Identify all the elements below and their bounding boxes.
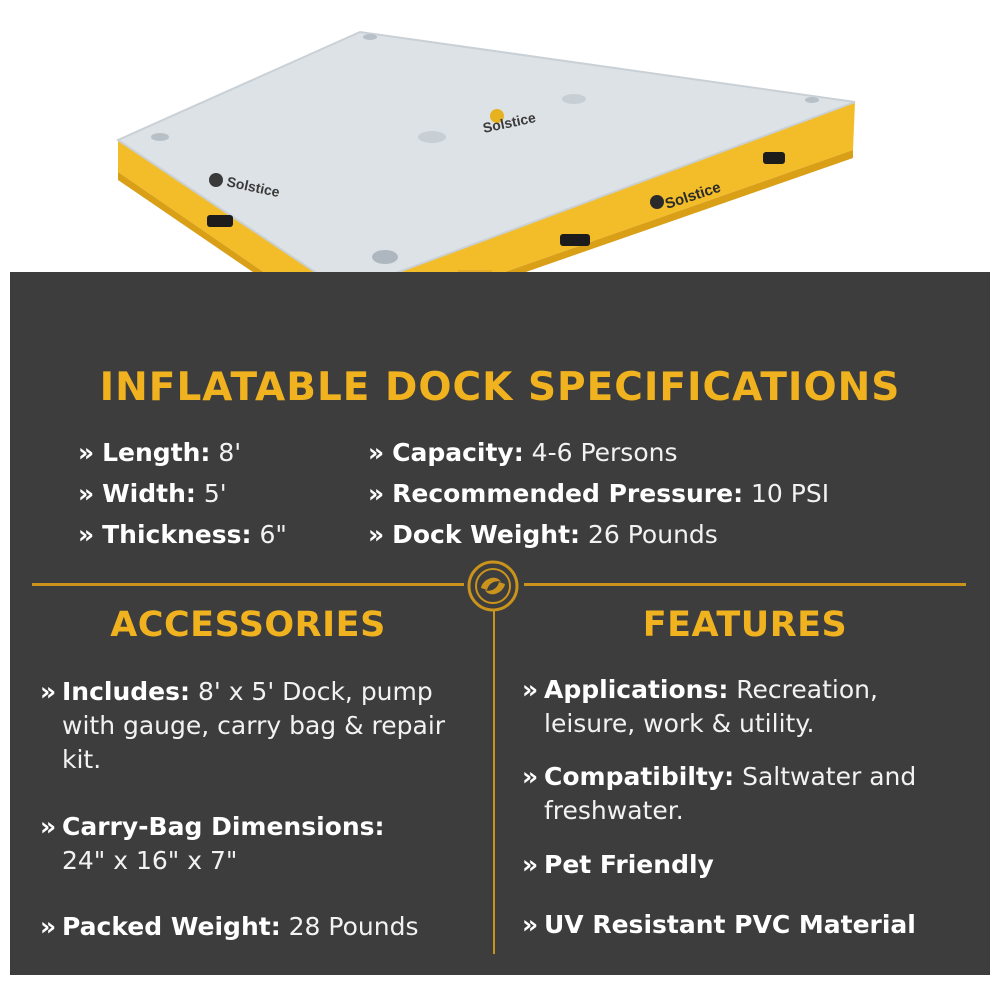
bullet: » <box>522 910 539 939</box>
spec-value: 6" <box>251 520 287 549</box>
accessory-label: Packed Weight: <box>62 912 281 941</box>
feature-value: Recreation, leisure, work & utility. <box>544 675 878 738</box>
feature-label: Compatibilty: <box>544 762 735 791</box>
solstice-logo-icon <box>467 560 519 612</box>
solstice-logo-icon <box>209 109 664 209</box>
bullet: » <box>78 479 95 508</box>
bullet: » <box>40 912 57 941</box>
bullet: » <box>368 438 385 467</box>
spec-label: Length: <box>102 438 211 467</box>
bullet: » <box>40 812 57 841</box>
divider-right <box>524 583 966 586</box>
accessory-packed-weight: »Packed Weight: 28 Pounds <box>40 910 492 944</box>
spec-value: 10 PSI <box>743 479 830 508</box>
specs-panel <box>10 272 990 975</box>
accessory-value: 28 Pounds <box>280 912 419 941</box>
divider-vertical <box>493 606 495 954</box>
accessory-value: 8' x 5' Dock, pump with gauge, carry bag… <box>62 677 446 774</box>
spec-value: 4-6 Persons <box>523 438 678 467</box>
features-heading: FEATURES <box>642 605 848 645</box>
feature-compatibility: »Compatibilty: Saltwater and freshwater. <box>522 760 964 828</box>
page-title: INFLATABLE DOCK SPECIFICATIONS <box>99 365 901 410</box>
accessory-value: 24" x 16" x 7" <box>62 846 238 875</box>
accessories-heading: ACCESSORIES <box>110 605 386 645</box>
accessory-includes: »Includes: 8' x 5' Dock, pump with gauge… <box>40 675 472 777</box>
feature-label: UV Resistant PVC Material <box>544 910 916 939</box>
bullet: » <box>40 677 57 706</box>
accessory-label: Carry-Bag Dimensions: <box>62 812 385 841</box>
spec-label: Dock Weight: <box>392 520 581 549</box>
spec-label: Recommended Pressure: <box>392 479 744 508</box>
feature-applications: »Applications: Recreation, leisure, work… <box>522 673 964 741</box>
bullet: » <box>522 850 539 879</box>
feature-value: Saltwater and freshwater. <box>544 762 917 825</box>
specs-left-column: » Length: 8' » Width: 5' » Thickness: 6" <box>78 432 287 555</box>
spec-value: 8' <box>210 438 242 467</box>
spec-length: » Length: 8' <box>78 432 287 473</box>
spec-thickness: » Thickness: 6" <box>78 514 287 555</box>
spec-dock-weight: » Dock Weight: 26 Pounds <box>368 514 829 555</box>
feature-pet-friendly: »Pet Friendly <box>522 848 964 882</box>
bullet: » <box>78 438 95 467</box>
accessory-carry-bag: »Carry-Bag Dimensions: 24" x 16" x 7" <box>40 810 482 878</box>
bullet: » <box>78 520 95 549</box>
accessory-label: Includes: <box>62 677 191 706</box>
bullet: » <box>522 762 539 791</box>
spec-capacity: » Capacity: 4-6 Persons <box>368 432 829 473</box>
spec-label: Capacity: <box>392 438 524 467</box>
bullet: » <box>368 479 385 508</box>
specs-right-column: » Capacity: 4-6 Persons » Recommended Pr… <box>368 432 829 555</box>
spec-value: 26 Pounds <box>580 520 718 549</box>
spec-label: Width: <box>102 479 196 508</box>
feature-label: Pet Friendly <box>544 850 714 879</box>
feature-label: Applications: <box>544 675 729 704</box>
bullet: » <box>522 675 539 704</box>
divider-left <box>32 583 464 586</box>
bullet: » <box>368 520 385 549</box>
feature-uv-resistant: »UV Resistant PVC Material <box>522 908 984 942</box>
spec-pressure: » Recommended Pressure: 10 PSI <box>368 473 829 514</box>
spec-label: Thickness: <box>102 520 252 549</box>
spec-width: » Width: 5' <box>78 473 287 514</box>
spec-value: 5' <box>195 479 227 508</box>
